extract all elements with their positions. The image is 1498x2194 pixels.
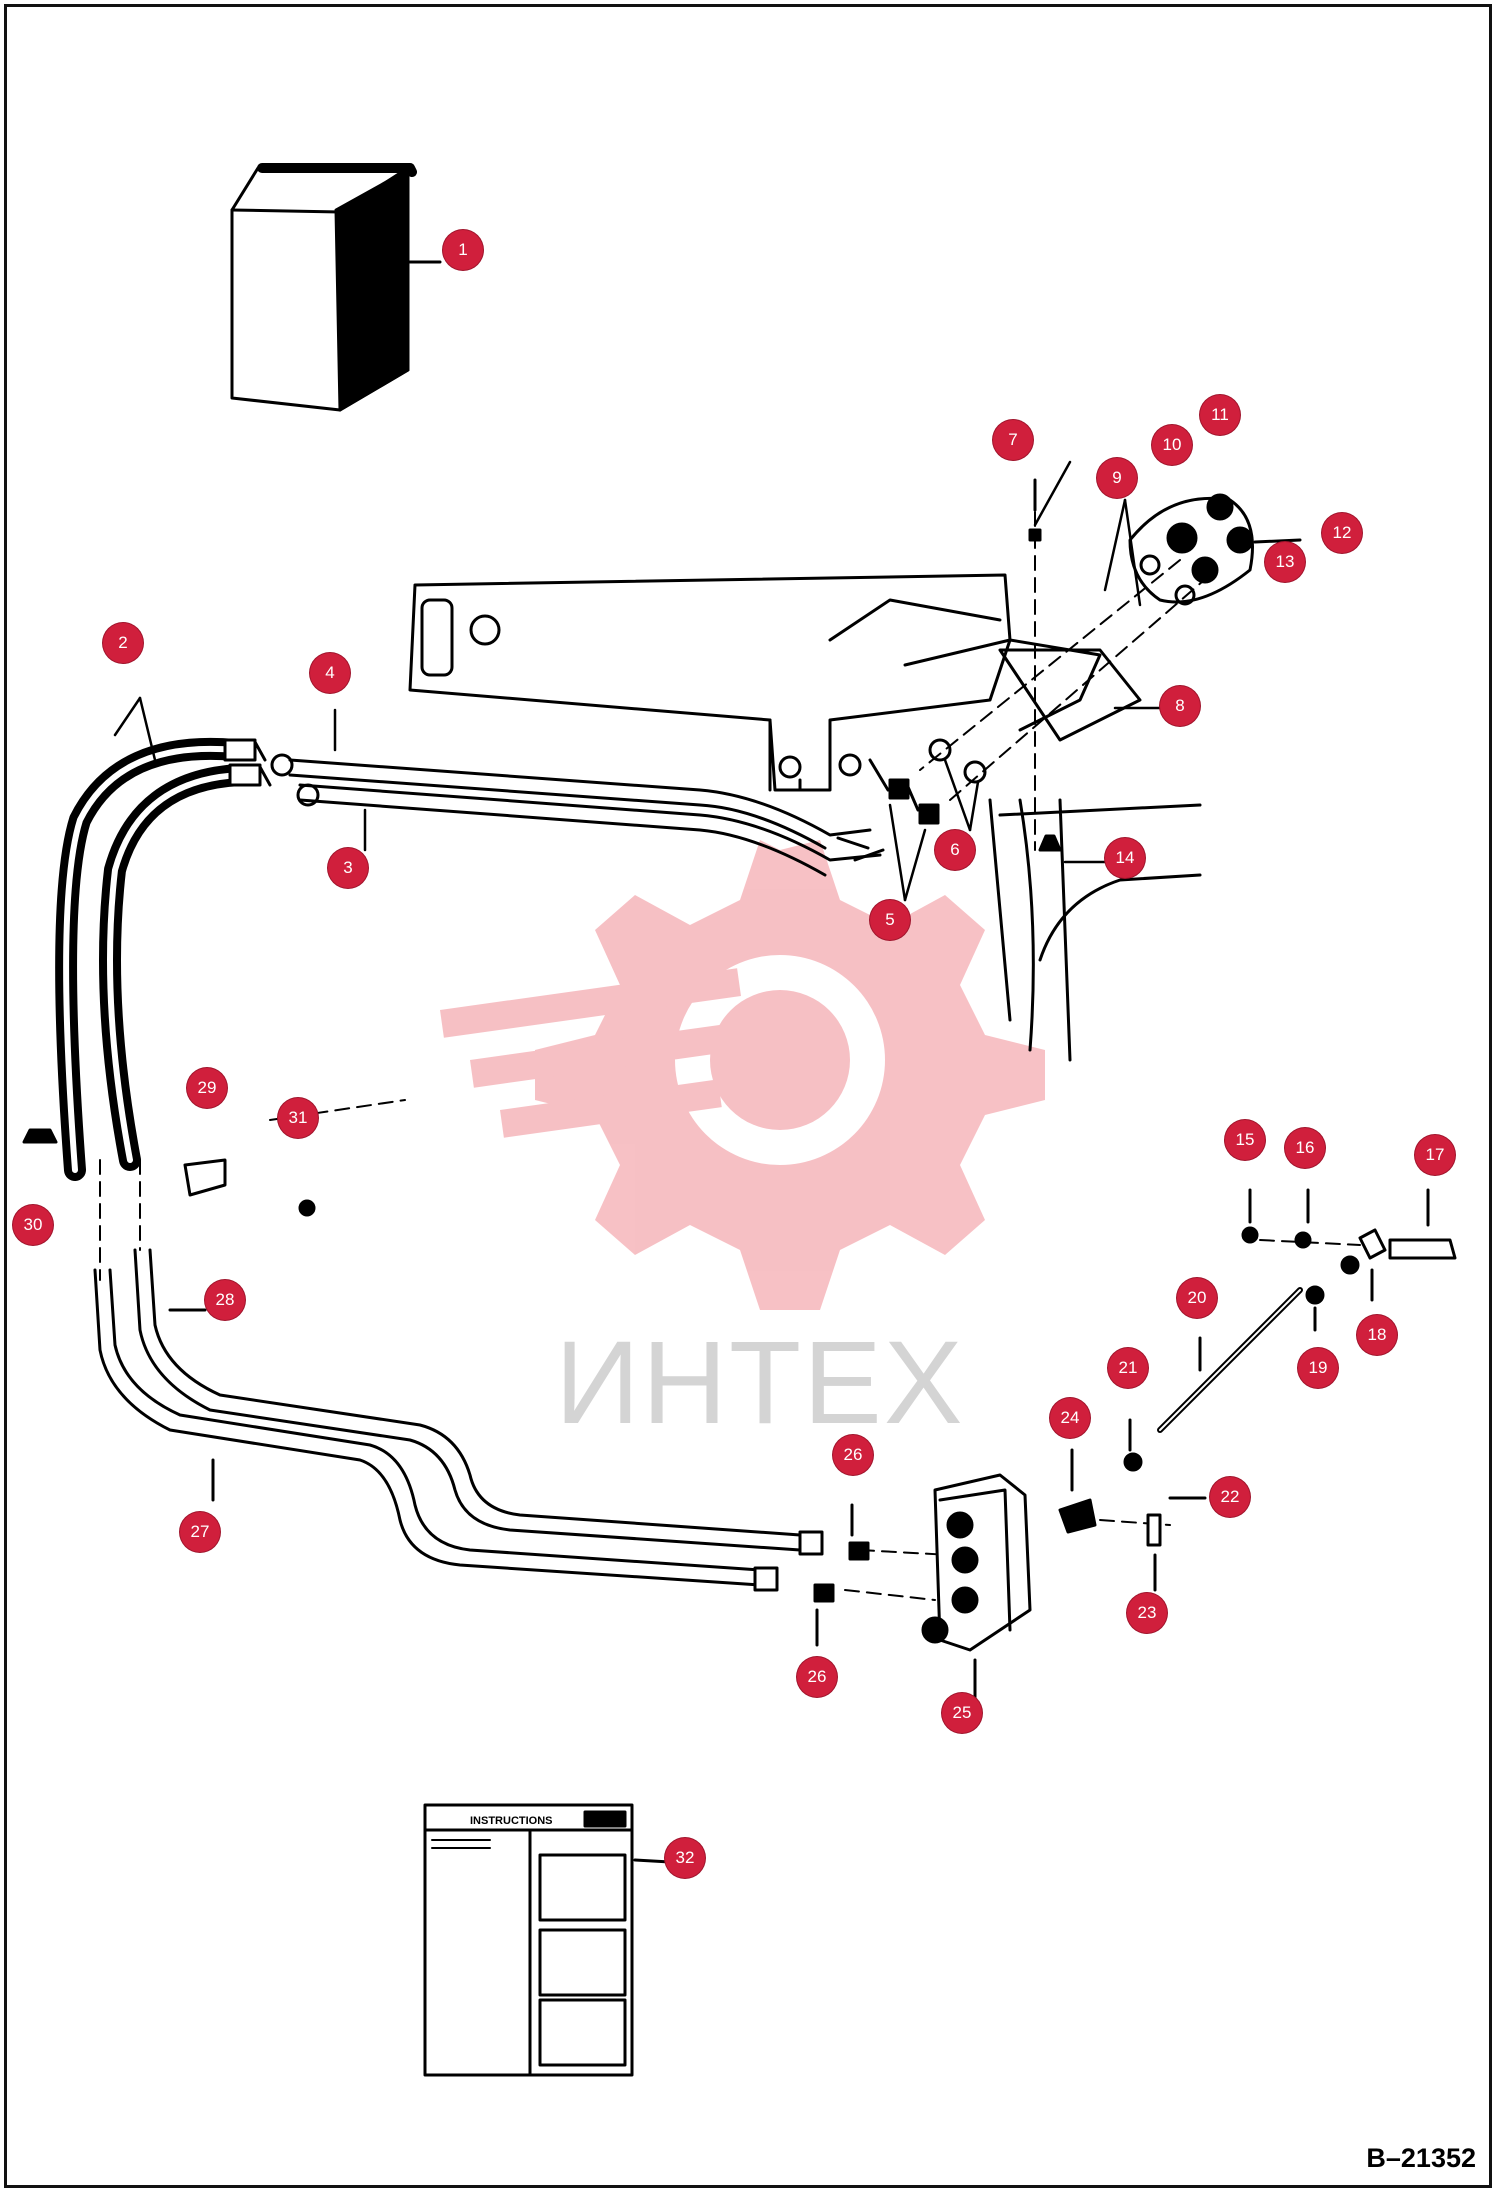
part-25-control-valve (921, 1473, 1032, 1702)
watermark-text: ИНТЕХ (555, 1317, 965, 1449)
instruction-sheet-heading: INSTRUCTIONS (470, 1815, 553, 1827)
callout-7[interactable]: 7 (993, 420, 1033, 460)
callout-27[interactable]: 27 (180, 1512, 220, 1552)
parts-5-6-fittings (868, 738, 987, 825)
callout-5[interactable]: 5 (870, 900, 910, 940)
parts-20-24-linkage (1058, 1287, 1303, 1592)
callout-6[interactable]: 6 (935, 830, 975, 870)
part-31-nut (298, 1199, 316, 1217)
parts-27-28-tubes (93, 1248, 824, 1592)
part-26-fitting-lower (813, 1583, 835, 1603)
leader-lines (113, 460, 1167, 902)
part-14-fastener (1038, 834, 1062, 852)
callout-2[interactable]: 2 (103, 623, 143, 663)
drawing-number: B–21352 (1366, 2143, 1476, 2173)
callout-22[interactable]: 22 (1210, 1477, 1250, 1517)
callout-20[interactable]: 20 (1177, 1278, 1217, 1318)
callout-32[interactable]: 32 (665, 1838, 705, 1878)
callout-18[interactable]: 18 (1357, 1315, 1397, 1355)
callout-15[interactable]: 15 (1225, 1120, 1265, 1160)
callout-28[interactable]: 28 (205, 1280, 245, 1320)
callout-24[interactable]: 24 (1050, 1398, 1090, 1438)
callout-12[interactable]: 12 (1322, 513, 1362, 553)
callout-3[interactable]: 3 (328, 848, 368, 888)
callout-23[interactable]: 23 (1127, 1593, 1167, 1633)
part-7-fastener (1028, 528, 1042, 542)
parts-15-19-fasteners (1241, 1188, 1457, 1332)
callout-10[interactable]: 10 (1152, 425, 1192, 465)
callout-30[interactable]: 30 (13, 1205, 53, 1245)
callout-16[interactable]: 16 (1285, 1128, 1325, 1168)
callout-19[interactable]: 19 (1298, 1348, 1338, 1388)
parts-3-4-tubes (270, 753, 885, 877)
callout-26-lower[interactable]: 26 (797, 1657, 837, 1697)
part-29-clamp (183, 1158, 227, 1197)
part-30-bolt (22, 1128, 58, 1144)
drawing-frame (4, 4, 1492, 2188)
part-1-box (230, 163, 442, 412)
callout-25[interactable]: 25 (942, 1693, 982, 1733)
callout-21[interactable]: 21 (1108, 1348, 1148, 1388)
callout-1[interactable]: 1 (443, 230, 483, 270)
part-2-hoses (55, 737, 272, 1181)
lift-arm-frame (408, 573, 1202, 1062)
callout-14[interactable]: 14 (1105, 838, 1145, 878)
callout-4[interactable]: 4 (310, 653, 350, 693)
part-26-fitting-upper (848, 1541, 870, 1561)
watermark-gear-icon (440, 840, 1045, 1310)
callout-26-upper[interactable]: 26 (833, 1435, 873, 1475)
part-32-instruction-sheet (423, 1803, 672, 2077)
callout-9[interactable]: 9 (1097, 458, 1137, 498)
callout-8[interactable]: 8 (1160, 686, 1200, 726)
callout-29[interactable]: 29 (187, 1068, 227, 1108)
callout-31[interactable]: 31 (278, 1098, 318, 1138)
callout-17[interactable]: 17 (1415, 1135, 1455, 1175)
callout-13[interactable]: 13 (1265, 542, 1305, 582)
callout-11[interactable]: 11 (1200, 395, 1240, 435)
